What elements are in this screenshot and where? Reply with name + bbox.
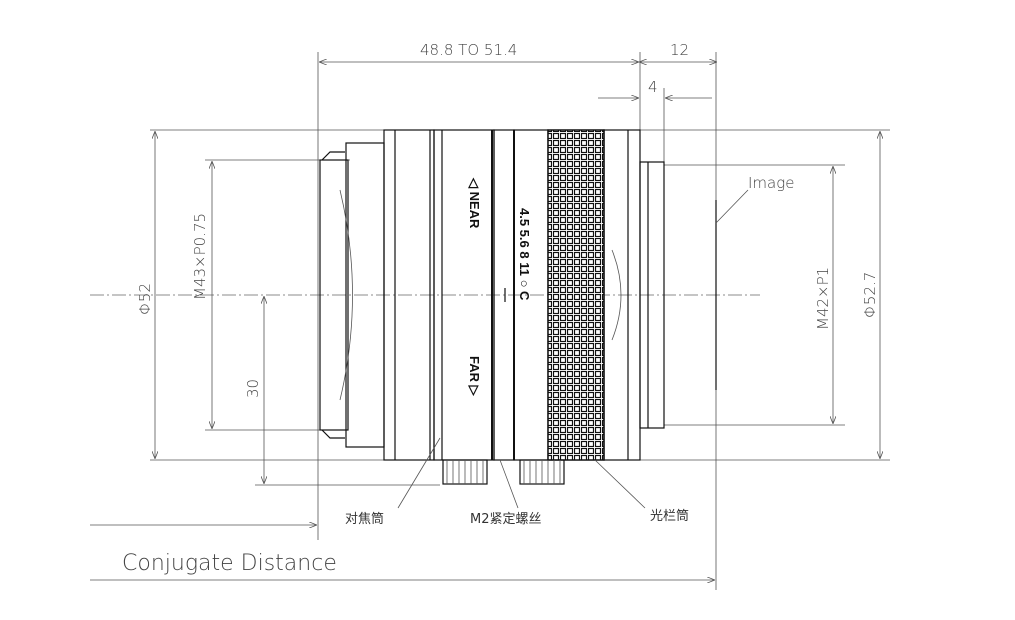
near-marking: ◁ NEAR (467, 177, 482, 229)
back-length-label: 12 (670, 41, 689, 59)
flange-length-label: 48.8 TO 51.4 (420, 41, 517, 59)
image-label: Image (748, 174, 794, 192)
mount-depth-label: 4 (648, 78, 658, 96)
lens-body (319, 129, 717, 485)
center-height-label: 30 (244, 379, 262, 398)
lock-screw-label: M2紧定螺丝 (470, 512, 542, 527)
f-stop-scale: 4.5 5.6 8 11 ○ C (517, 208, 532, 301)
aperture-barrel-label: 光栏筒 (650, 508, 689, 524)
extension-lines (150, 52, 890, 590)
focus-barrel-label: 对焦筒 (345, 511, 384, 527)
dimension-lines (90, 62, 880, 580)
rear-thread-label: M42×P1 (814, 267, 832, 330)
conjugate-distance-label: Conjugate Distance (122, 551, 337, 576)
front-diameter-label: Φ52 (136, 283, 154, 315)
rear-diameter-label: Φ52.7 (861, 272, 879, 318)
front-thread-label: M43×P0.75 (191, 213, 209, 300)
far-marking: FAR ▷ (467, 356, 482, 397)
leader-lines (397, 189, 749, 509)
